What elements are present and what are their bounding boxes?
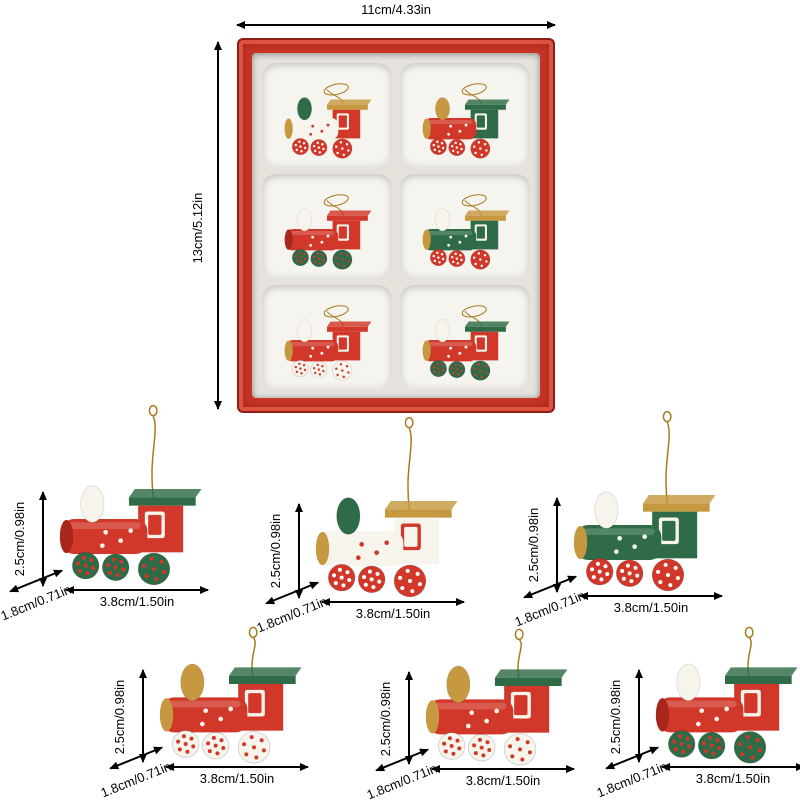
compartment-cell xyxy=(262,174,392,277)
width-dimension-arrow xyxy=(166,766,308,768)
height-dimension-arrow xyxy=(142,670,144,762)
width-dimension-label: 3.8cm/1.50in xyxy=(199,771,275,786)
compartment-cell xyxy=(400,63,530,166)
height-dimension-arrow xyxy=(556,498,558,592)
width-dimension-label: 3.8cm/1.50in xyxy=(613,600,689,615)
width-dimension-arrow xyxy=(662,766,800,768)
width-dimension-label: 3.8cm/1.50in xyxy=(695,771,771,786)
width-dimension-label: 3.8cm/1.50in xyxy=(355,606,431,621)
height-dimension-arrow xyxy=(42,492,44,586)
width-dimension-label: 3.8cm/1.50in xyxy=(465,773,541,788)
width-dimension-arrow xyxy=(432,768,574,770)
box-width-arrow xyxy=(237,24,555,26)
mini-train-illustration xyxy=(281,296,373,386)
box-width-label: 11cm/4.33in xyxy=(361,2,431,17)
height-dimension-label: 2.5cm/0.98in xyxy=(378,681,393,757)
compartment-cell xyxy=(400,285,530,388)
width-dimension-arrow xyxy=(580,595,722,597)
height-dimension-label: 2.5cm/0.98in xyxy=(12,501,27,577)
height-dimension-arrow xyxy=(638,670,640,762)
train-ornament-illustration-1 xyxy=(54,404,204,594)
train-ornament-illustration-2 xyxy=(310,416,460,606)
mini-train-illustration xyxy=(419,185,511,275)
mini-train-illustration xyxy=(419,296,511,386)
mini-train-illustration xyxy=(281,185,373,275)
train-ornament-illustration-4 xyxy=(154,624,304,772)
gift-box xyxy=(237,38,555,413)
height-dimension-arrow xyxy=(408,672,410,764)
height-dimension-arrow xyxy=(298,504,300,598)
width-dimension-label: 3.8cm/1.50in xyxy=(99,594,175,609)
height-dimension-label: 2.5cm/0.98in xyxy=(268,513,283,589)
compartment-cell xyxy=(262,63,392,166)
train-ornament-illustration-5 xyxy=(420,626,570,774)
height-dimension-label: 2.5cm/0.98in xyxy=(112,679,127,755)
train-ornament-illustration-6 xyxy=(650,624,800,772)
mini-train-illustration xyxy=(419,74,511,164)
width-dimension-arrow xyxy=(322,601,464,603)
train-ornament-illustration-3 xyxy=(568,410,718,600)
compartment-cell xyxy=(400,174,530,277)
height-dimension-label: 2.5cm/0.98in xyxy=(526,507,541,583)
box-height-label: 13cm/5.12in xyxy=(190,192,205,264)
box-tray xyxy=(252,53,540,398)
width-dimension-arrow xyxy=(66,589,208,591)
height-dimension-label: 2.5cm/0.98in xyxy=(608,679,623,755)
compartment-cell xyxy=(262,285,392,388)
mini-train-illustration xyxy=(281,74,373,164)
box-height-arrow xyxy=(217,42,219,409)
